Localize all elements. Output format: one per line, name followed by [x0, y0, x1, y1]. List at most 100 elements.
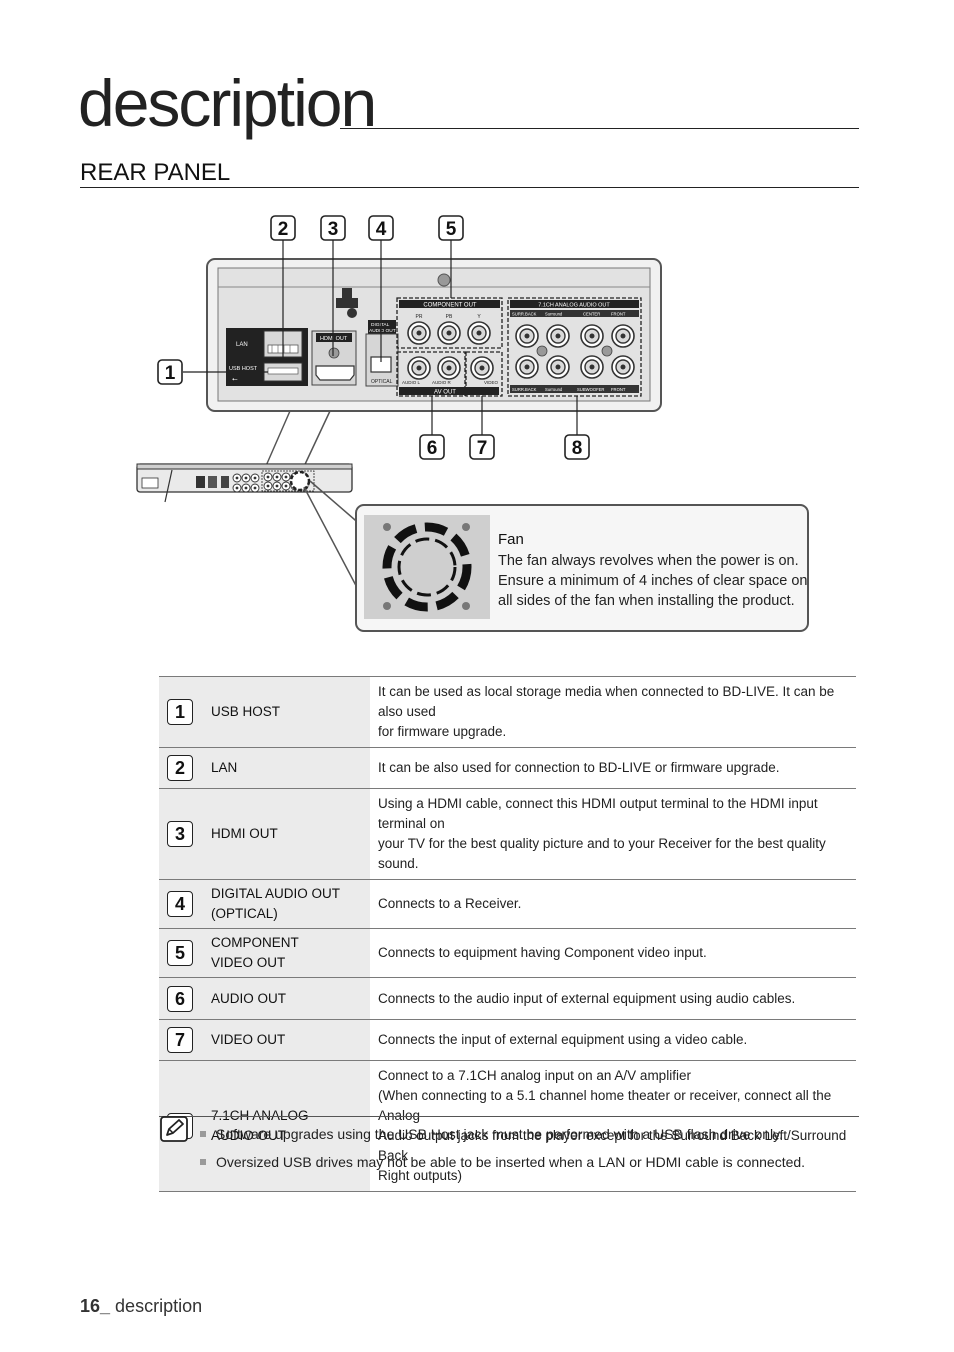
page-number: 16_	[80, 1296, 111, 1316]
surr-back-bottom-label: SURR.BACK	[512, 387, 537, 392]
note-pencil-icon	[160, 1116, 188, 1142]
svg-text:4: 4	[376, 219, 387, 240]
video-jack	[470, 356, 494, 380]
svg-text:3: 3	[328, 219, 339, 240]
connector-name: 7.1CH ANALOG	[211, 1108, 309, 1123]
analog-jack	[611, 355, 635, 379]
component-y-jack	[467, 321, 491, 345]
analog-jack	[580, 355, 604, 379]
analog-jack	[546, 324, 570, 348]
page-footer: 16_ description	[80, 1296, 202, 1317]
front-top-label: FRONT	[611, 312, 626, 317]
table-row: 3 HDMI OUT Using a HDMI cable, connect t…	[159, 788, 856, 880]
audio-l-label: AUDIO L	[402, 380, 421, 385]
component-out-panel-label: COMPONENT OUT	[423, 303, 477, 309]
connector-description: Right outputs)	[378, 1168, 463, 1183]
svg-text:5: 5	[446, 219, 457, 240]
table-row: 8 7.1CH ANALOG AUDIO OUT Connect to a 7.…	[159, 1060, 856, 1192]
note-rule	[159, 1116, 859, 1117]
table-row: 1 USB HOST It can be used as local stora…	[159, 676, 856, 748]
component-y-label: Y	[477, 314, 481, 320]
callout-4: 4	[368, 215, 394, 241]
component-pr-label: PR	[416, 314, 423, 320]
fan-description-line: Ensure a minimum of 4 inches of clear sp…	[498, 573, 807, 589]
av-out-panel-label: AV OUT	[434, 390, 456, 396]
component-pb-jack	[437, 321, 461, 345]
table-row: 7 VIDEO OUT Connects the input of extern…	[159, 1019, 856, 1061]
analog-jack	[515, 355, 539, 379]
connector-description: Connects to a Receiver.	[378, 896, 522, 911]
fan-title: Fan	[498, 531, 524, 548]
callout-8: 8	[564, 434, 590, 460]
note-list: Software upgrades using the USB Host jac…	[200, 1124, 805, 1180]
callout-5: 5	[438, 215, 464, 241]
connector-description: for firmware upgrade.	[378, 724, 507, 739]
connector-description: Connect to a 7.1CH analog input on an A/…	[378, 1068, 691, 1083]
audio-r-label: AUDIO R	[432, 380, 452, 385]
audio-r-jack	[437, 356, 461, 380]
lan-panel-label: LAN	[236, 342, 248, 348]
surround-bottom-label: Surround	[545, 387, 563, 392]
callout-7: 7	[469, 434, 495, 460]
connector-name: AUDIO OUT	[211, 1128, 287, 1143]
row-number-badge: 3	[167, 821, 193, 847]
chapter-title: description	[78, 66, 377, 140]
svg-text:6: 6	[427, 438, 438, 459]
row-number-badge: 7	[167, 1027, 193, 1053]
connector-name: DIGITAL AUDIO OUT	[211, 886, 341, 901]
connector-description: Connects to equipment having Component v…	[378, 945, 707, 960]
digital-panel-label-2: AUDIO OUT	[369, 328, 396, 334]
chapter-title-rule	[340, 128, 859, 129]
video-label: VIDEO	[484, 380, 499, 385]
table-row: 2 LAN It can be also used for connection…	[159, 747, 856, 789]
component-pb-label: PB	[446, 314, 453, 320]
fan-icon	[382, 522, 472, 612]
analog-jack	[546, 355, 570, 379]
small-fan-icon	[289, 470, 311, 492]
connector-description: It can be used as local storage media wh…	[378, 684, 835, 719]
svg-text:8: 8	[572, 438, 583, 459]
connector-description: Audio output jacks from the player excep…	[378, 1128, 847, 1163]
connector-description: Connects to the audio input of external …	[378, 990, 796, 1006]
optical-panel-label: OPTICAL	[371, 379, 393, 385]
connector-description: (When connecting to a 5.1 channel home t…	[378, 1088, 832, 1123]
connector-name: VIDEO OUT	[211, 955, 286, 970]
hdmi-port-icon	[315, 365, 355, 381]
connector-description: your TV for the best quality picture and…	[378, 836, 826, 871]
callout-6: 6	[419, 434, 445, 460]
row-number-badge: 6	[167, 985, 193, 1012]
rear-panel-table: 1 USB HOST It can be used as local stora…	[159, 676, 856, 1192]
svg-text:7: 7	[477, 438, 488, 459]
analog-jack	[611, 324, 635, 348]
note-item: Oversized USB drives may not be able to …	[200, 1152, 805, 1180]
callout-3: 3	[320, 215, 346, 241]
section-title-rule	[80, 187, 859, 188]
row-number-badge: 4	[167, 891, 193, 917]
surr-back-top-label: SURR.BACK	[512, 312, 537, 317]
rear-panel-diagram: LAN USB HOST ⭠ HDMI OUT DIGITAL AUDIO OU…	[136, 215, 809, 632]
svg-text:2: 2	[278, 219, 289, 240]
connector-name: USB HOST	[211, 704, 281, 719]
analog-audio-panel-label: 7.1CH ANALOG AUDIO OUT	[538, 303, 610, 309]
note-item: Software upgrades using the USB Host jac…	[200, 1124, 805, 1152]
digital-panel-label-1: DIGITAL	[371, 322, 390, 328]
svg-text:1: 1	[165, 363, 176, 384]
surround-top-label: Surround	[545, 312, 563, 317]
row-number-badge: 2	[167, 755, 193, 781]
connector-name: COMPONENT	[211, 935, 299, 950]
connector-name: VIDEO OUT	[211, 1032, 286, 1047]
subwoofer-label: SUBWOOFER	[577, 387, 604, 392]
row-number-badge: 5	[167, 940, 193, 966]
row-number-badge: 1	[167, 699, 193, 725]
usb-symbol-icon: ⭠	[232, 376, 238, 383]
footer-section: description	[110, 1296, 203, 1316]
fan-description-line: all sides of the fan when installing the…	[498, 593, 795, 609]
section-title: REAR PANEL	[80, 159, 231, 186]
connector-description: Connects the input of external equipment…	[378, 1032, 748, 1047]
callout-1: 1	[157, 359, 183, 385]
connector-name: HDMI OUT	[211, 826, 278, 841]
audio-l-jack	[407, 356, 431, 380]
fan-description-line: The fan always revolves when the power i…	[498, 553, 799, 569]
front-bottom-label: FRONT	[611, 387, 626, 392]
connector-name: LAN	[211, 760, 238, 775]
